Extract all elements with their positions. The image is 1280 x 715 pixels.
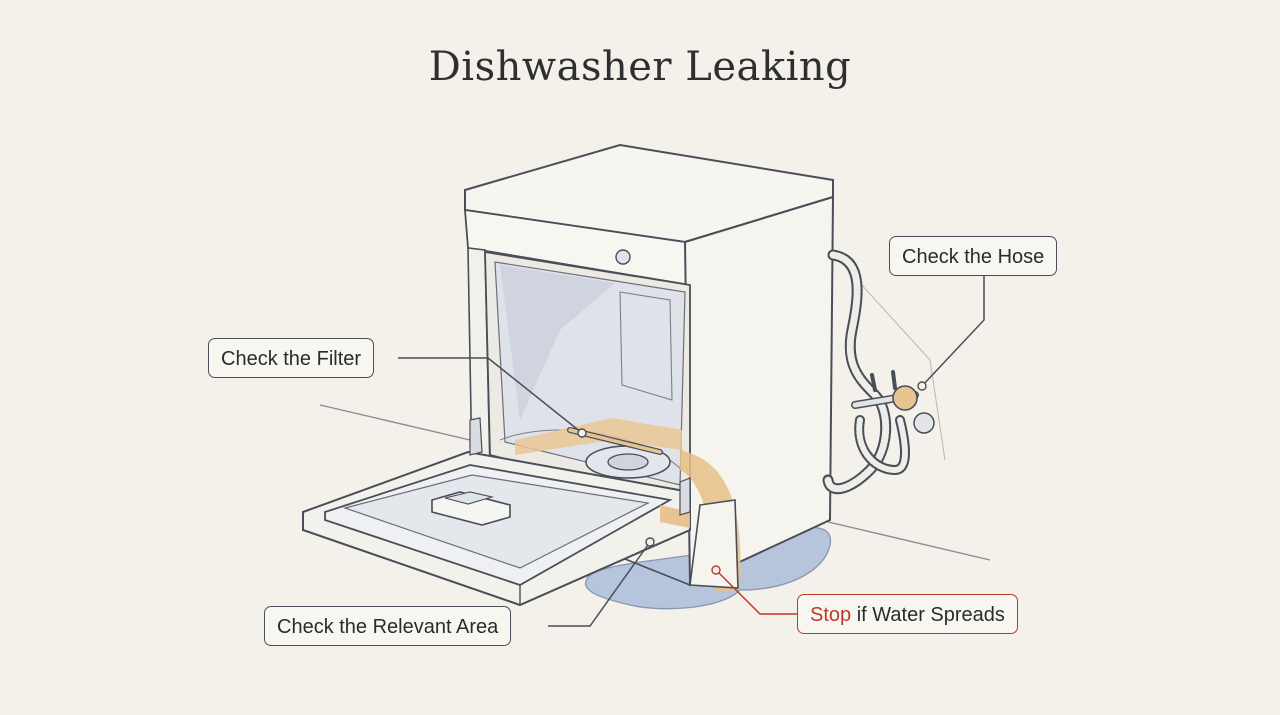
- leader-stop: [715, 569, 797, 615]
- valve-connection: [892, 385, 918, 411]
- leader-hose: [921, 276, 985, 387]
- floor-line-right: [819, 519, 991, 561]
- leader-area: [548, 541, 651, 627]
- diagram-title: Dishwasher Leaking: [428, 44, 852, 90]
- control-knob: [615, 249, 631, 265]
- stop-word: Stop: [810, 604, 852, 626]
- wall-edge: [829, 249, 946, 461]
- interior-shadow: [500, 265, 615, 420]
- hinge-right: [679, 477, 691, 516]
- leader-filter: [398, 357, 583, 434]
- stop-rest: if Water Spreads: [851, 604, 1005, 626]
- shutoff-valve: [913, 412, 935, 434]
- kick-plate: [689, 499, 739, 589]
- callout-stop-water: Stop if Water Spreads: [797, 594, 1018, 634]
- floor-line-left: [319, 404, 471, 441]
- callout-check-hose: Check the Hose: [889, 236, 1058, 276]
- hinge-left: [469, 417, 483, 456]
- callout-check-filter: Check the Filter: [208, 338, 375, 378]
- callout-check-area: Check the Relevant Area: [264, 606, 512, 646]
